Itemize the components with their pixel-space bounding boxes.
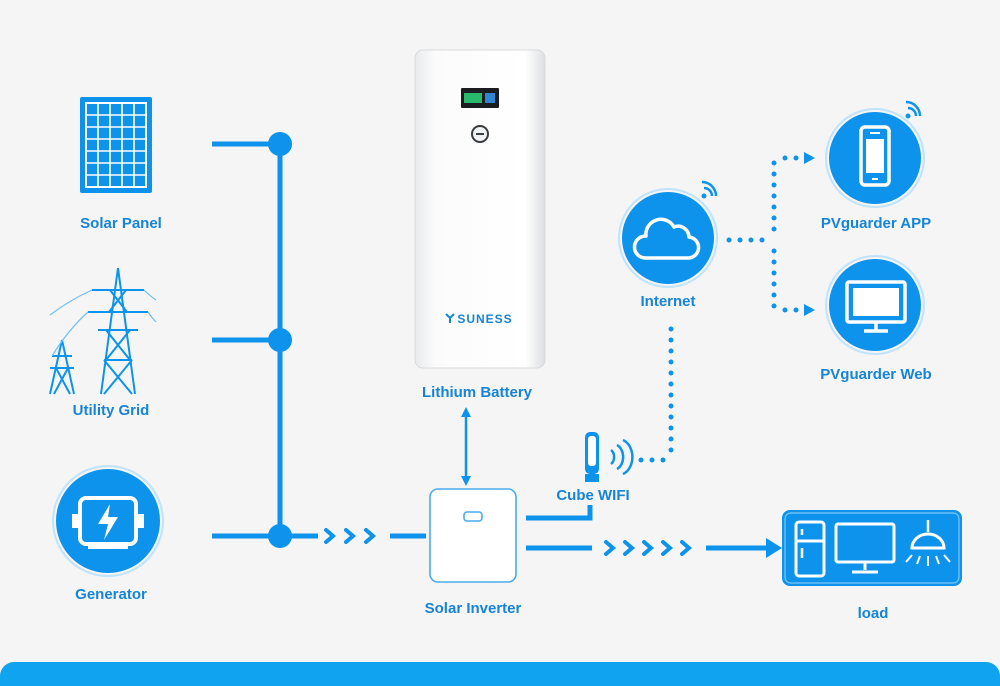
utility-grid-label: Utility Grid	[72, 402, 150, 419]
dotted-link-wifi-internet	[638, 326, 674, 463]
generator-icon	[52, 465, 164, 577]
bus-node-solar	[268, 132, 292, 156]
solar-panel-label: Solar Panel	[80, 215, 162, 232]
web-arrowhead	[804, 304, 815, 316]
generator-label: Generator	[75, 586, 147, 603]
pvguarder-web-label: PVguarder Web	[820, 366, 932, 383]
bus-node-grid	[268, 328, 292, 352]
solar-inverter-label: Solar Inverter	[424, 600, 522, 617]
lithium-battery-label: Lithium Battery	[421, 384, 533, 401]
internet-label: Internet	[640, 293, 696, 310]
pvguarder-app-label: PVguarder APP	[820, 215, 932, 232]
appliances-icon	[782, 510, 962, 586]
app-arrowhead	[804, 152, 815, 164]
flow-chevrons-to-inverter	[324, 528, 377, 544]
wifi-dongle-icon	[585, 432, 634, 482]
dotted-link-internet-apps	[726, 155, 799, 313]
flow-chevrons-to-load	[604, 540, 693, 556]
load-label: load	[857, 605, 889, 622]
load-arrowhead	[766, 538, 782, 558]
solar-panel-icon	[80, 97, 152, 193]
bus-node-generator	[268, 524, 292, 548]
transmission-tower-icon	[49, 267, 157, 395]
inverter-outputs	[526, 505, 768, 551]
lithium-battery-unit	[414, 49, 546, 369]
smartphone-icon	[825, 100, 925, 208]
cloud-icon	[618, 180, 718, 288]
monitor-icon	[825, 255, 925, 355]
footer-bar	[0, 662, 1000, 686]
inverter-icon	[429, 488, 517, 583]
battery-brand: SUNESS	[457, 312, 512, 326]
power-bus	[212, 141, 426, 539]
cube-wifi-label: Cube WIFI	[556, 487, 630, 504]
